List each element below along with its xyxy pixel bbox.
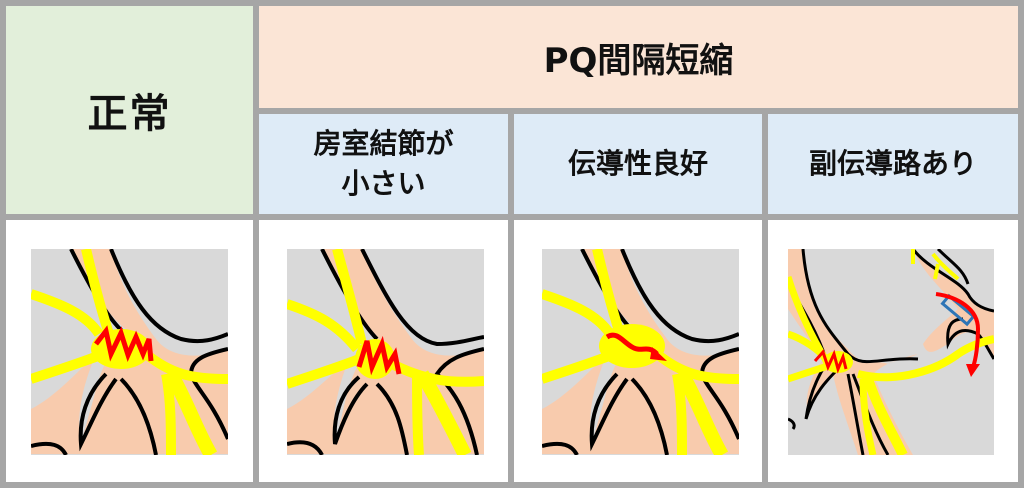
normal-panel [6, 220, 253, 482]
small-av-node-illustration [287, 249, 484, 455]
good-conduction-label: 伝導性良好 [567, 147, 708, 180]
accessory-pathway-header: 副伝導路あり [768, 114, 1018, 214]
small-av-node-label-line1: 房室結節が [313, 127, 454, 160]
pq-label: PQ間隔短縮 [543, 40, 734, 81]
pq-shortening-header: PQ間隔短縮 [259, 6, 1018, 108]
small-av-node-panel [259, 220, 508, 482]
normal-label: 正常 [87, 91, 172, 137]
good-conduction-header: 伝導性良好 [514, 114, 762, 214]
good-conduction-illustration [542, 249, 739, 455]
normal-heart-illustration [31, 249, 228, 455]
small-av-node-header: 房室結節が 小さい [259, 114, 508, 214]
accessory-pathway-illustration [788, 249, 994, 455]
normal-header: 正常 [6, 6, 253, 214]
accessory-pathway-label: 副伝導路あり [808, 147, 977, 180]
good-conduction-panel [514, 220, 762, 482]
small-av-node-label-line2: 小さい [341, 167, 426, 200]
accessory-pathway-panel [768, 220, 1018, 482]
